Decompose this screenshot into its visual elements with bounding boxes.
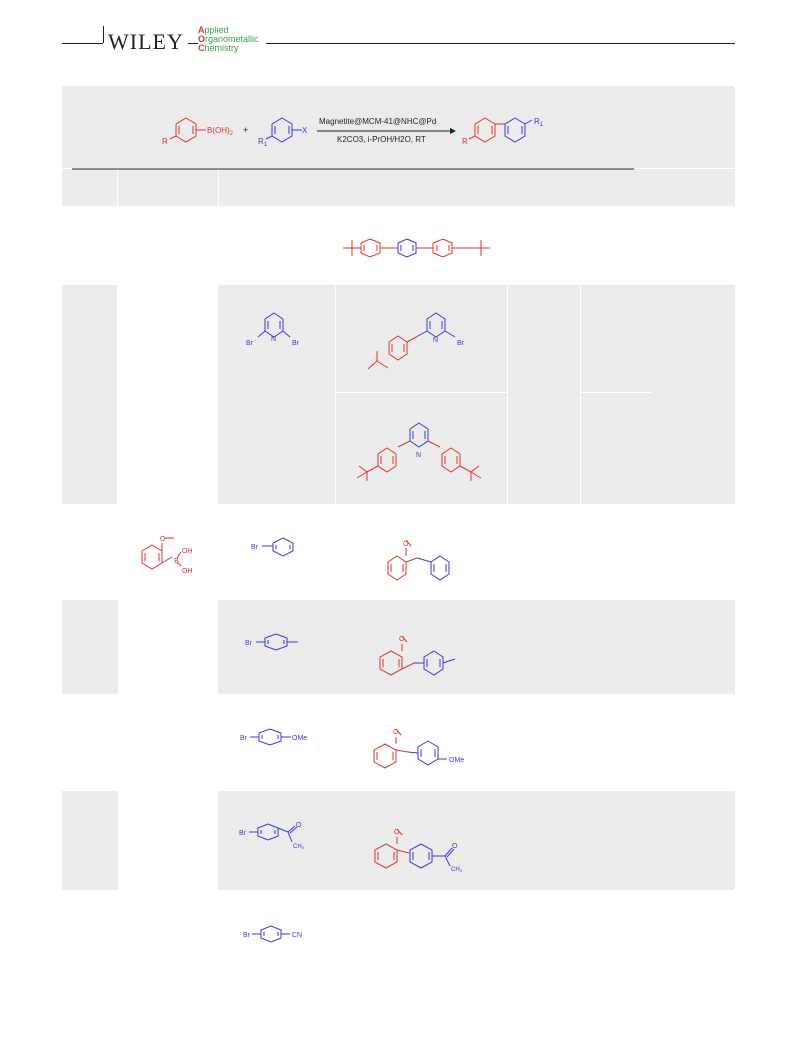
product-methoxybiphenyl	[387, 539, 450, 581]
n-label: N	[416, 452, 421, 459]
o-label: O	[393, 729, 399, 736]
scheme-catalyst: Magnetite@MCM-41@NHC@Pd	[319, 117, 436, 126]
n-label: N	[271, 336, 276, 343]
scheme-product-r: R	[462, 137, 468, 146]
journal-name: Applied Organometallic Chemistry	[198, 25, 259, 53]
scheme-boronic-label: B(OH)2	[207, 126, 234, 137]
header-vertical-bar	[103, 26, 104, 43]
product-mono-coupled-pyridine	[367, 312, 456, 370]
product-methoxy-methylbiphenyl	[379, 635, 456, 676]
scheme-r1-label: R1	[258, 137, 268, 148]
cn-label: CN	[292, 932, 302, 939]
table-header-band	[62, 86, 735, 206]
o-label: O	[296, 822, 302, 829]
o-label: O	[452, 843, 458, 850]
product-terphenyl	[343, 238, 490, 258]
publisher-logo: WILEY	[108, 29, 184, 54]
product-dimethoxybiphenyl	[373, 728, 447, 769]
o-label: O	[403, 541, 409, 548]
br-label: Br	[292, 340, 300, 347]
br-label: Br	[240, 735, 248, 742]
scheme-conditions: K2CO3, i-PrOH/H2O, RT	[337, 135, 426, 144]
scheme-product	[468, 117, 533, 143]
br-label: Br	[239, 830, 247, 837]
scheme-aryl-halide	[265, 117, 302, 143]
br-label: Br	[243, 932, 251, 939]
header-rule-left	[62, 43, 103, 44]
reagent-bromotoluene	[256, 633, 298, 651]
page-header: WILEY Applied Organometallic Chemistry	[0, 0, 793, 60]
o-label: O	[399, 636, 405, 643]
product-bis-coupled-pyridine	[356, 422, 482, 481]
header-rule-right	[266, 43, 735, 44]
br-label: Br	[457, 340, 465, 347]
row-band-4	[62, 600, 735, 694]
ch3-label: CH3	[451, 867, 463, 873]
ome-label: OMe	[292, 735, 307, 742]
reagent-bromobenzonitrile	[252, 925, 290, 943]
scheme-product-r1: R1	[534, 117, 544, 128]
substrate-scope-table	[62, 86, 735, 1006]
scheme-r-label: R	[162, 137, 168, 146]
scheme-boronic-acid	[169, 117, 206, 143]
ome-label: OMe	[449, 757, 464, 764]
row-band-2	[62, 285, 735, 504]
scheme-plus: +	[243, 125, 248, 135]
product-methoxy-acetylbiphenyl	[374, 828, 455, 869]
br-label: Br	[245, 640, 253, 647]
o-label: O	[394, 829, 400, 836]
br-label: Br	[251, 544, 259, 551]
header-rule-mid	[188, 43, 198, 44]
oh-label: OH	[182, 568, 193, 575]
oh-label: OH	[182, 548, 193, 555]
reagent-dibromopyridine	[257, 312, 291, 338]
o-label: O	[160, 536, 166, 543]
scheme-x-label: X	[302, 126, 308, 135]
br-label: Br	[246, 340, 254, 347]
ch3-label: CH3	[293, 844, 305, 850]
reagent-bromobenzene	[262, 537, 294, 557]
b-label: B	[174, 558, 179, 565]
n-label: N	[433, 337, 438, 344]
reagent-methoxyphenylboronic-acid	[141, 537, 182, 570]
reagent-bromoanisole	[250, 728, 291, 746]
row-band-6	[62, 791, 735, 890]
reagent-bromoacetophenone	[249, 823, 298, 843]
